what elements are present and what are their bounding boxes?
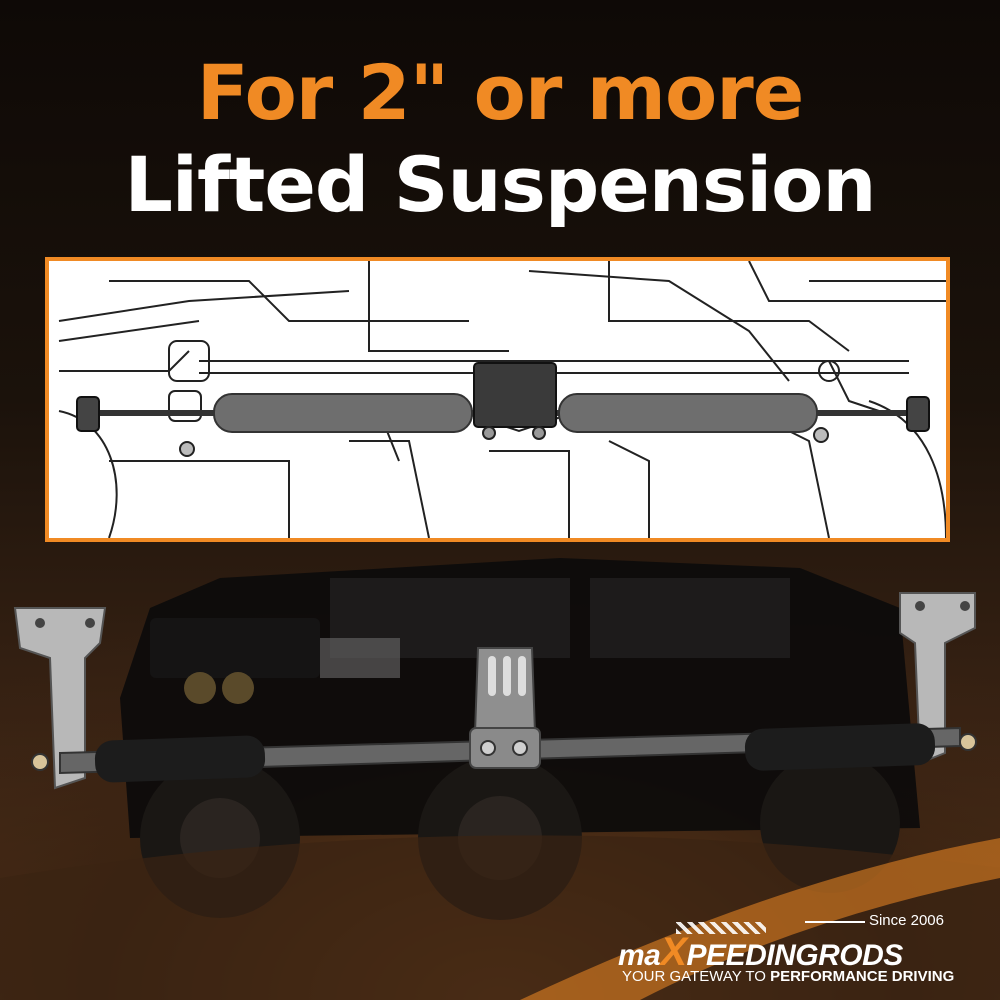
brand-tagline: YOUR GATEWAY TO PERFORMANCE DRIVING — [622, 968, 954, 985]
dirt-ground — [0, 835, 1000, 1000]
installation-diagram — [45, 257, 950, 542]
tagline-plain: YOUR GATEWAY TO — [622, 968, 771, 985]
headline-line-2: Lifted Suspension — [124, 140, 876, 229]
left-rod-end — [76, 396, 100, 432]
brand-since: Since 2006 — [804, 912, 944, 929]
tagline-bold: PERFORMANCE DRIVING — [770, 968, 955, 985]
right-mount-bracket — [899, 592, 976, 765]
logo-prefix: ma — [618, 939, 661, 972]
steering-stabilizer-kit — [13, 592, 977, 790]
left-damper — [213, 393, 473, 433]
logo-rest: PEEDINGRODS — [686, 939, 904, 972]
installation-line-drawing — [58, 261, 946, 538]
checkered-flag-icon — [676, 922, 766, 934]
center-bracket — [473, 362, 557, 428]
left-mount-bracket — [13, 607, 107, 790]
right-rubber-boot — [744, 723, 936, 771]
logo-x: X — [660, 930, 687, 974]
light-streak — [520, 838, 1000, 1000]
right-damper — [558, 393, 818, 433]
center-clamp — [469, 727, 541, 769]
brand-logo-block: Since 2006 maXPEEDINGRODS YOUR GATEWAY T… — [610, 908, 990, 988]
brand-logo-text: maXPEEDINGRODS — [618, 930, 903, 975]
truck-and-stabilizer-scene — [0, 558, 1000, 1000]
headline-line-1: For 2" or more — [196, 48, 805, 137]
left-rubber-boot — [94, 735, 266, 783]
right-rod-end — [906, 396, 930, 432]
